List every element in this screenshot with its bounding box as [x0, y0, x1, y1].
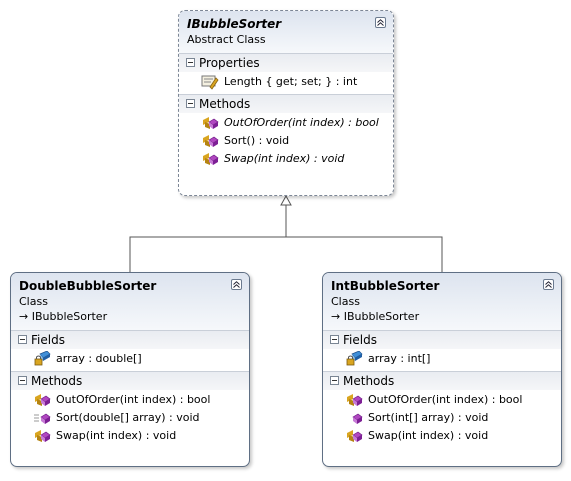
collapse-icon[interactable] [375, 17, 386, 28]
public-method-icon [33, 410, 51, 426]
class-header: IBubbleSorter Abstract Class [179, 11, 393, 53]
methods-list: OutOfOrder(int index) : bool Sort(double… [11, 390, 249, 448]
collapse-toggle-icon[interactable] [186, 99, 195, 108]
field-item[interactable]: array : double[] [11, 350, 249, 368]
private-field-icon [33, 350, 51, 367]
method-item[interactable]: Sort(int[] array) : void [323, 409, 561, 427]
method-item[interactable]: Swap(int index) : void [11, 427, 249, 445]
method-item[interactable]: OutOfOrder(int index) : bool [323, 391, 561, 409]
collapse-toggle-icon[interactable] [330, 376, 339, 385]
method-item[interactable]: Sort() : void [179, 132, 393, 150]
properties-label: Properties [199, 56, 260, 70]
collapse-toggle-icon[interactable] [330, 335, 339, 344]
fields-compartment-header[interactable]: Fields [323, 330, 561, 349]
methods-label: Methods [343, 374, 395, 388]
protected-method-icon [201, 133, 219, 149]
collapse-toggle-icon[interactable] [186, 58, 195, 67]
methods-label: Methods [31, 374, 83, 388]
protected-method-icon [33, 428, 51, 444]
fields-label: Fields [31, 333, 65, 347]
properties-compartment-header[interactable]: Properties [179, 53, 393, 72]
intbubblesorter-class-box[interactable]: IntBubbleSorter Class → IBubbleSorter Fi… [322, 272, 562, 467]
methods-compartment-header[interactable]: Methods [179, 94, 393, 113]
methods-compartment-header[interactable]: Methods [11, 371, 249, 390]
private-field-icon [345, 350, 363, 367]
property-icon [201, 74, 219, 90]
protected-method-icon [33, 392, 51, 408]
field-item[interactable]: array : int[] [323, 350, 561, 368]
fields-label: Fields [343, 333, 377, 347]
property-item[interactable]: Length { get; set; } : int [179, 73, 393, 91]
method-item[interactable]: Swap(int index) : void [179, 150, 393, 168]
method-item[interactable]: OutOfOrder(int index) : bool [11, 391, 249, 409]
fields-list: array : int[] [323, 349, 561, 371]
method-item[interactable]: OutOfOrder(int index) : bool [179, 114, 393, 132]
method-item[interactable]: Swap(int index) : void [323, 427, 561, 445]
base-class: → IBubbleSorter [331, 310, 420, 323]
collapse-icon[interactable] [231, 279, 242, 290]
class-name: IntBubbleSorter [331, 279, 440, 293]
class-kind: Class [331, 295, 360, 308]
doublebubblesorter-class-box[interactable]: DoubleBubbleSorter Class → IBubbleSorter… [10, 272, 250, 467]
abstract-method-icon [201, 151, 219, 167]
protected-method-icon [345, 428, 363, 444]
methods-list: OutOfOrder(int index) : bool Sort(int[] … [323, 390, 561, 448]
collapse-toggle-icon[interactable] [18, 335, 27, 344]
ibubblesorter-class-box[interactable]: IBubbleSorter Abstract Class Properties … [178, 10, 394, 196]
protected-method-icon [345, 392, 363, 408]
class-name: IBubbleSorter [187, 17, 282, 31]
public-method-icon [345, 410, 363, 426]
inheritance-arrowhead [280, 194, 292, 206]
methods-label: Methods [199, 97, 251, 111]
collapse-icon[interactable] [543, 279, 554, 290]
collapse-toggle-icon[interactable] [18, 376, 27, 385]
class-kind: Abstract Class [187, 33, 266, 46]
inheritance-line [129, 236, 443, 272]
method-item[interactable]: Sort(double[] array) : void [11, 409, 249, 427]
properties-list: Length { get; set; } : int [179, 72, 393, 94]
fields-compartment-header[interactable]: Fields [11, 330, 249, 349]
methods-list: OutOfOrder(int index) : bool Sort() : vo… [179, 113, 393, 171]
base-class: → IBubbleSorter [19, 310, 108, 323]
class-kind: Class [19, 295, 48, 308]
fields-list: array : double[] [11, 349, 249, 371]
class-name: DoubleBubbleSorter [19, 279, 157, 293]
abstract-method-icon [201, 115, 219, 131]
class-header: IntBubbleSorter Class → IBubbleSorter [323, 273, 561, 330]
class-header: DoubleBubbleSorter Class → IBubbleSorter [11, 273, 249, 330]
methods-compartment-header[interactable]: Methods [323, 371, 561, 390]
